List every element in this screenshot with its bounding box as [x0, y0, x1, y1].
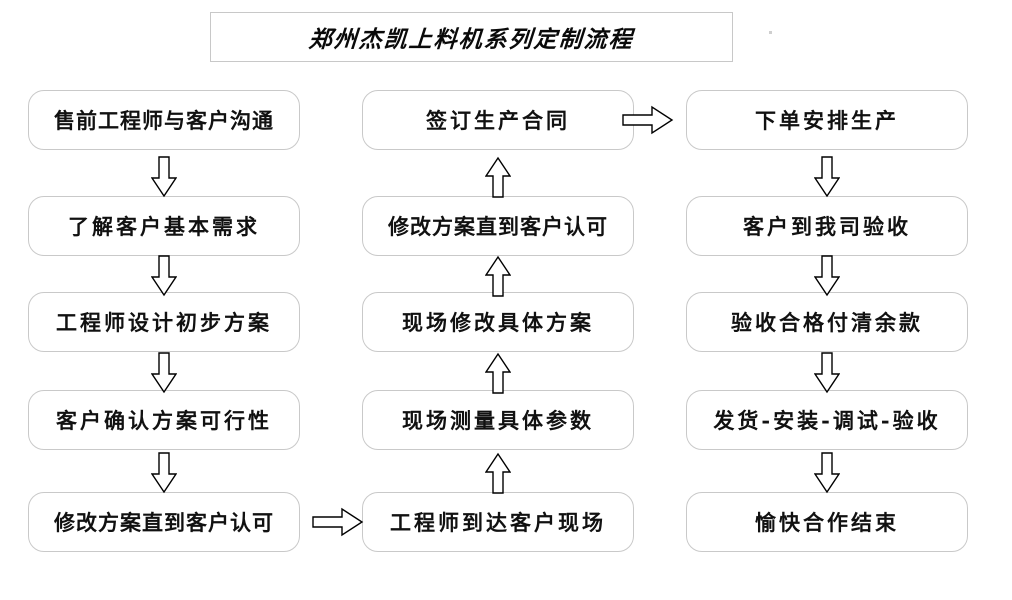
arrow-down-icon-right-3-4	[814, 352, 840, 394]
node-label: 工程师到达客户现场	[390, 509, 606, 535]
arrow-down-icon-right-1-2	[814, 156, 840, 198]
node-label: 下单安排生产	[755, 107, 899, 133]
node-customer-inspection-at-factory[interactable]: 客户到我司验收	[686, 196, 968, 256]
node-pre-sales-communication[interactable]: 售前工程师与客户沟通	[28, 90, 300, 150]
arrow-down-icon-left-1-2	[151, 156, 177, 198]
node-revise-until-approved-middle[interactable]: 修改方案直到客户认可	[362, 196, 634, 256]
node-label: 工程师设计初步方案	[56, 309, 272, 335]
arrow-down-icon-right-2-3	[814, 255, 840, 297]
node-label: 客户确认方案可行性	[56, 407, 272, 433]
node-design-initial-plan[interactable]: 工程师设计初步方案	[28, 292, 300, 352]
node-label: 验收合格付清余款	[731, 309, 923, 335]
node-pay-balance-after-acceptance[interactable]: 验收合格付清余款	[686, 292, 968, 352]
node-sign-production-contract[interactable]: 签订生产合同	[362, 90, 634, 150]
arrow-up-icon-middle-5-4	[485, 452, 511, 494]
node-label: 现场测量具体参数	[402, 407, 594, 433]
arrow-right-icon-left-to-middle	[312, 507, 364, 537]
stray-speck	[769, 31, 772, 34]
node-label: 修改方案直到客户认可	[54, 509, 274, 535]
arrow-right-icon-middle-to-right	[622, 105, 674, 135]
title-box: 郑州杰凯上料机系列定制流程	[210, 12, 733, 62]
arrow-down-icon-left-3-4	[151, 352, 177, 394]
arrow-down-icon-right-4-5	[814, 452, 840, 494]
arrow-up-icon-middle-2-1	[485, 156, 511, 198]
node-place-order-schedule-production[interactable]: 下单安排生产	[686, 90, 968, 150]
node-engineer-arrives-onsite[interactable]: 工程师到达客户现场	[362, 492, 634, 552]
node-cooperation-complete[interactable]: 愉快合作结束	[686, 492, 968, 552]
node-ship-install-debug-accept[interactable]: 发货-安装-调试-验收	[686, 390, 968, 450]
node-label: 客户到我司验收	[743, 213, 911, 239]
node-onsite-revise-plan[interactable]: 现场修改具体方案	[362, 292, 634, 352]
node-onsite-measure-parameters[interactable]: 现场测量具体参数	[362, 390, 634, 450]
node-label: 签订生产合同	[426, 107, 570, 133]
node-label: 发货-安装-调试-验收	[713, 407, 941, 433]
node-confirm-feasibility[interactable]: 客户确认方案可行性	[28, 390, 300, 450]
node-revise-until-approved-left[interactable]: 修改方案直到客户认可	[28, 492, 300, 552]
node-label: 现场修改具体方案	[402, 309, 594, 335]
arrow-up-icon-middle-3-2	[485, 255, 511, 297]
page-title: 郑州杰凯上料机系列定制流程	[307, 26, 635, 53]
node-label: 了解客户基本需求	[68, 213, 260, 239]
node-label: 售前工程师与客户沟通	[54, 107, 274, 133]
arrow-up-icon-middle-4-3	[485, 352, 511, 394]
node-label: 愉快合作结束	[755, 509, 899, 535]
node-understand-requirements[interactable]: 了解客户基本需求	[28, 196, 300, 256]
arrow-down-icon-left-4-5	[151, 452, 177, 494]
arrow-down-icon-left-2-3	[151, 255, 177, 297]
node-label: 修改方案直到客户认可	[388, 213, 608, 239]
